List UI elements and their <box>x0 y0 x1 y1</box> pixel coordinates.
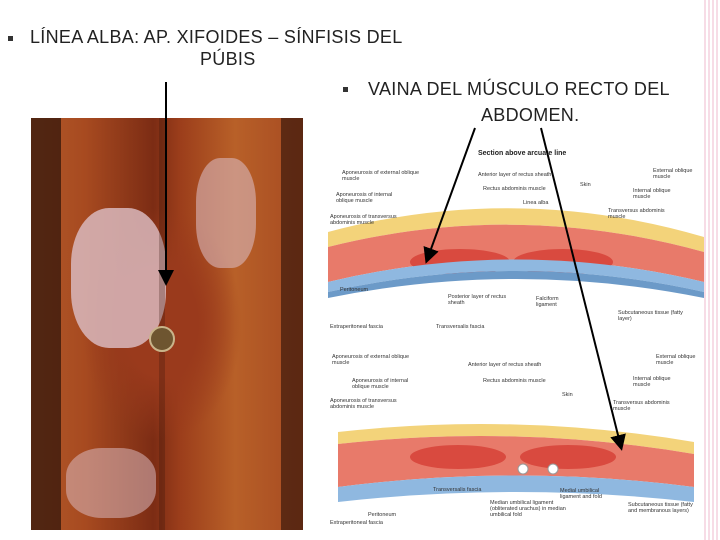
diagram-label: Falciform ligament <box>536 296 559 308</box>
diagram-label: Anterior layer of rectus sheath <box>478 172 552 178</box>
bullet-left <box>8 36 13 41</box>
diagram-label: Skin <box>562 392 573 398</box>
title-right-line2: ABDOMEN. <box>481 105 580 125</box>
diagram-label: External oblique muscle <box>656 354 696 366</box>
diagram-label: Rectus abdominis muscle <box>483 186 546 192</box>
rectus-sheath-diagram: Section above arcuate line Aponeurosis o… <box>328 142 704 530</box>
diagram-label: Linea alba <box>523 200 549 206</box>
diagram-label: Subcutaneous tissue (fatty and membranou… <box>628 502 693 514</box>
umbilicus <box>149 326 175 352</box>
diagram-label: Median umbilical ligament (obliterated u… <box>490 500 566 518</box>
diagram-label: Internal oblique muscle <box>633 188 671 200</box>
diagram-label: Peritoneum <box>368 512 397 518</box>
title-left-line1: LÍNEA ALBA: AP. XIFOIDES – SÍNFISIS DEL <box>30 27 403 47</box>
diagram-label: Aponeurosis of external oblique muscle <box>342 170 420 182</box>
diagram-label: Transversalis fascia <box>436 324 485 330</box>
diagram-label: Aponeurosis of transversus abdominis mus… <box>330 398 397 410</box>
diagram-label: Internal oblique muscle <box>633 376 671 388</box>
diagram-label: Rectus abdominis muscle <box>483 378 546 384</box>
diagram-label: Aponeurosis of transversus abdominis mus… <box>330 214 397 226</box>
title-right-line1: VAINA DEL MÚSCULO RECTO DEL <box>368 79 670 99</box>
diagram-label: Aponeurosis of internal oblique muscle <box>336 192 393 204</box>
diagram-label: Subcutaneous tissue (fatty layer) <box>618 310 683 322</box>
diagram-label: Skin <box>580 182 591 188</box>
diagram-label: Peritoneum <box>340 287 369 293</box>
diagram-label: Transversalis fascia <box>433 487 482 493</box>
decorative-stripe <box>704 0 720 540</box>
title-left-line2: PÚBIS <box>200 49 256 69</box>
bullet-right <box>343 87 348 92</box>
diagram-label: Transversus abdominis muscle <box>608 208 665 220</box>
diagram-label: Transversus abdominis muscle <box>613 400 670 412</box>
diagram-label: Aponeurosis of external oblique muscle <box>332 354 410 366</box>
diagram-label: Aponeurosis of internal oblique muscle <box>352 378 409 390</box>
diagram-label: Medial umbilical ligament and fold <box>560 488 602 500</box>
diagram-label: Extraperitoneal fascia <box>330 520 383 526</box>
diagram-label: Extraperitoneal fascia <box>330 324 383 330</box>
diagram-label: External oblique muscle <box>653 168 693 180</box>
diagram-label: Anterior layer of rectus sheath <box>468 362 542 368</box>
diagram-label: Posterior layer of rectus sheath <box>448 294 507 306</box>
diagram-heading: Section above arcuate line <box>478 150 567 157</box>
